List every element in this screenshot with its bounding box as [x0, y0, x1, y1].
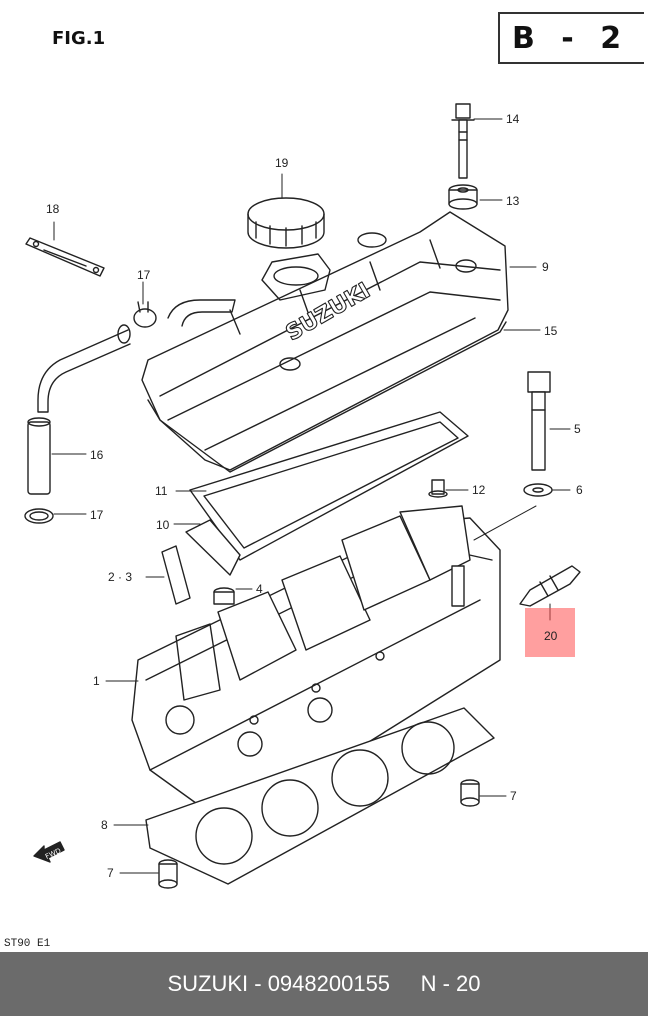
callout-10: 10 [156, 518, 170, 532]
part-8-head-gasket [145, 707, 495, 885]
diagram-code-label: ST90 E1 [4, 938, 51, 950]
part-7-dowel-lower [158, 859, 178, 889]
callout-7-lower: 7 [107, 866, 114, 880]
callout-12: 12 [472, 483, 486, 497]
part-5-head-bolt [527, 371, 551, 471]
callout-14: 14 [506, 112, 520, 126]
part-4-seal [213, 587, 235, 605]
callout-20: 20 [544, 629, 558, 643]
highlighted-part-20: 20 [525, 608, 575, 657]
part-10-seal [185, 519, 241, 576]
callout-8: 8 [101, 818, 108, 832]
part-14-bolt [451, 103, 475, 179]
callout-18: 18 [46, 202, 60, 216]
callout-4: 4 [256, 582, 263, 596]
callout-17-upper: 17 [137, 268, 151, 282]
callout-7-upper: 7 [510, 789, 517, 803]
leader-lines [51, 118, 571, 874]
breather-hose [37, 299, 236, 413]
part-2-3-valve-guide [161, 545, 191, 605]
callout-2-3: 2 · 3 [108, 570, 133, 584]
callout-13: 13 [506, 194, 520, 208]
page-reference-box: B - 2 [498, 12, 644, 64]
callout-11: 11 [155, 484, 168, 498]
callout-9: 9 [542, 260, 549, 274]
footer-part-caption: SUZUKI - 0948200155 N - 20 [0, 952, 648, 1016]
part-17-clamp-lower [24, 508, 54, 524]
fwd-arrow-icon: FWD [33, 841, 65, 863]
part-20-spark-plug [519, 565, 581, 607]
callout-6: 6 [576, 483, 583, 497]
callout-16: 16 [90, 448, 104, 462]
exploded-parts-diagram: SUZUKI [24, 103, 581, 889]
part-6-washer [523, 483, 553, 497]
part-16-hose [27, 417, 51, 495]
part-13-grommet [448, 184, 478, 210]
callout-17-lower: 17 [90, 508, 104, 522]
part-9-head-cover: SUZUKI [141, 211, 509, 471]
callout-15: 15 [544, 324, 558, 338]
callout-1: 1 [93, 674, 100, 688]
part-17-clamp-upper [133, 301, 157, 328]
part-18-bracket [25, 237, 105, 277]
part-1-cylinder-head [131, 505, 501, 811]
part-12-stud [428, 479, 448, 498]
part-7-dowel-upper [460, 779, 480, 807]
part-15-cover-gasket [147, 321, 507, 473]
callout-19: 19 [275, 156, 289, 170]
figure-label: FIG.1 [52, 28, 106, 49]
part-19-oil-cap [247, 197, 325, 249]
callout-5: 5 [574, 422, 581, 436]
